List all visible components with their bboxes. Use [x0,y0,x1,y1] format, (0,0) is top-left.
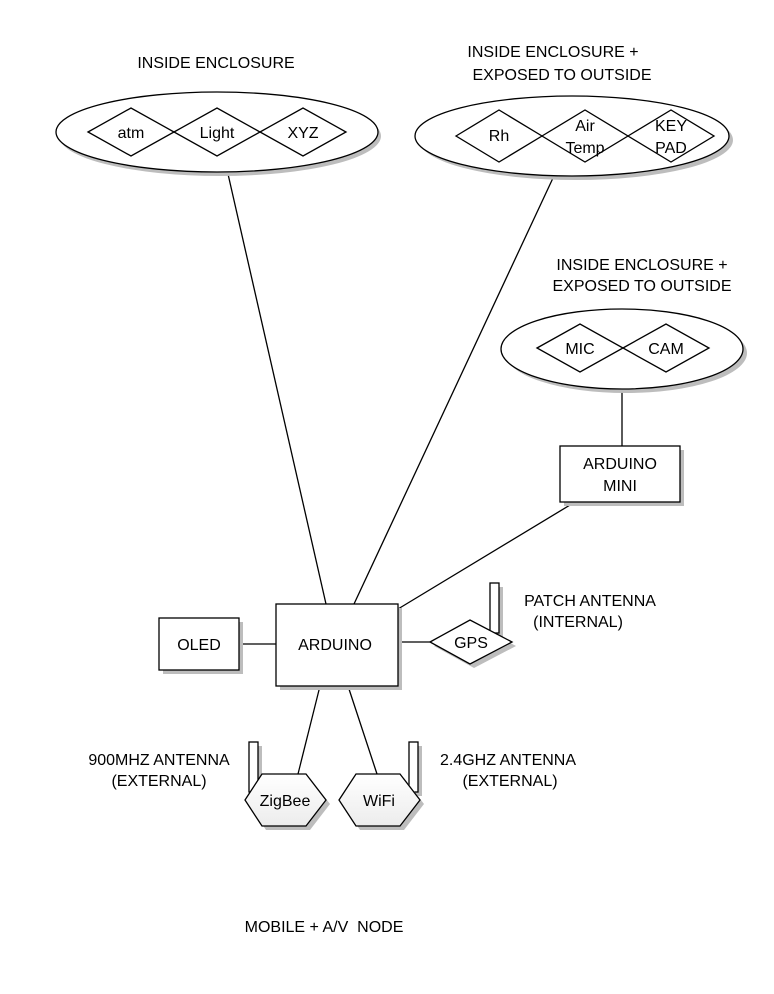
sensor-label: MIC [565,341,594,358]
patch-antenna-label-line2: (INTERNAL) [533,614,623,631]
sensor-cam [621,323,711,373]
oled-node: OLED [158,617,243,674]
link-mini-arduino [397,501,576,610]
gps-label: GPS [454,635,488,652]
900mhz-antenna-label-line2: (EXTERNAL) [111,773,206,790]
oled-label: OLED [177,637,221,654]
sensor-label-line1: Air [575,118,595,135]
patch-antenna-icon [489,582,500,634]
link-enclosure2-arduino [353,177,554,605]
sensor-label-line2: Temp [565,140,604,157]
patch-antenna-label-line1: PATCH ANTENNA [524,593,656,610]
arduino-mini-node: ARDUINO MINI [559,445,684,506]
enclosure-group-exposed-av: INSIDE ENCLOSURE + EXPOSED TO OUTSIDE MI… [500,257,747,393]
sensor-xyz [258,107,348,157]
zigbee-label: ZigBee [260,793,311,810]
2-4ghz-antenna-icon [408,741,419,793]
enclosure-label-line1: INSIDE ENCLOSURE + [467,44,638,61]
diagram-caption: MOBILE + A/V NODE [245,919,404,936]
wifi-label: WiFi [363,793,395,810]
enclosure-label-line2: EXPOSED TO OUTSIDE [472,67,651,84]
sensor-keypad [626,109,716,163]
arduino-mini-label-line1: ARDUINO [583,456,657,473]
connections [227,173,623,775]
arduino-label: ARDUINO [298,637,372,654]
sensor-label-line2: PAD [655,140,687,157]
enclosure-label: INSIDE ENCLOSURE [137,55,294,72]
arduino-mini-label-line2: MINI [603,478,637,495]
zigbee-node: ZigBee 900MHZ ANTENNA (EXTERNAL) [88,741,330,830]
gps-node: GPS PATCH ANTENNA (INTERNAL) [428,582,656,668]
900mhz-antenna-label-line1: 900MHZ ANTENNA [88,752,230,769]
sensor-label: XYZ [287,125,318,142]
enclosure-group-inside: INSIDE ENCLOSURE atm Light XYZ [55,55,381,176]
enclosure-label-line2: EXPOSED TO OUTSIDE [552,278,731,295]
link-enclosure1-arduino [227,173,327,605]
link-arduino-zigbee [297,685,321,775]
sensor-label: CAM [648,341,684,358]
sensor-label: Light [200,125,235,142]
2-4ghz-antenna-label-line2: (EXTERNAL) [462,773,557,790]
sensor-label-line1: KEY [655,118,687,135]
2-4ghz-antenna-label-line1: 2.4GHZ ANTENNA [440,752,576,769]
sensor-label: atm [118,125,145,142]
arduino-node: ARDUINO [275,603,402,690]
link-arduino-wifi [347,685,378,775]
enclosure-label-line1: INSIDE ENCLOSURE + [556,257,727,274]
wifi-node: WiFi 2.4GHZ ANTENNA (EXTERNAL) [338,741,576,830]
sensor-label: Rh [489,128,509,145]
enclosure-group-exposed-top: INSIDE ENCLOSURE + EXPOSED TO OUTSIDE Rh… [414,44,733,180]
